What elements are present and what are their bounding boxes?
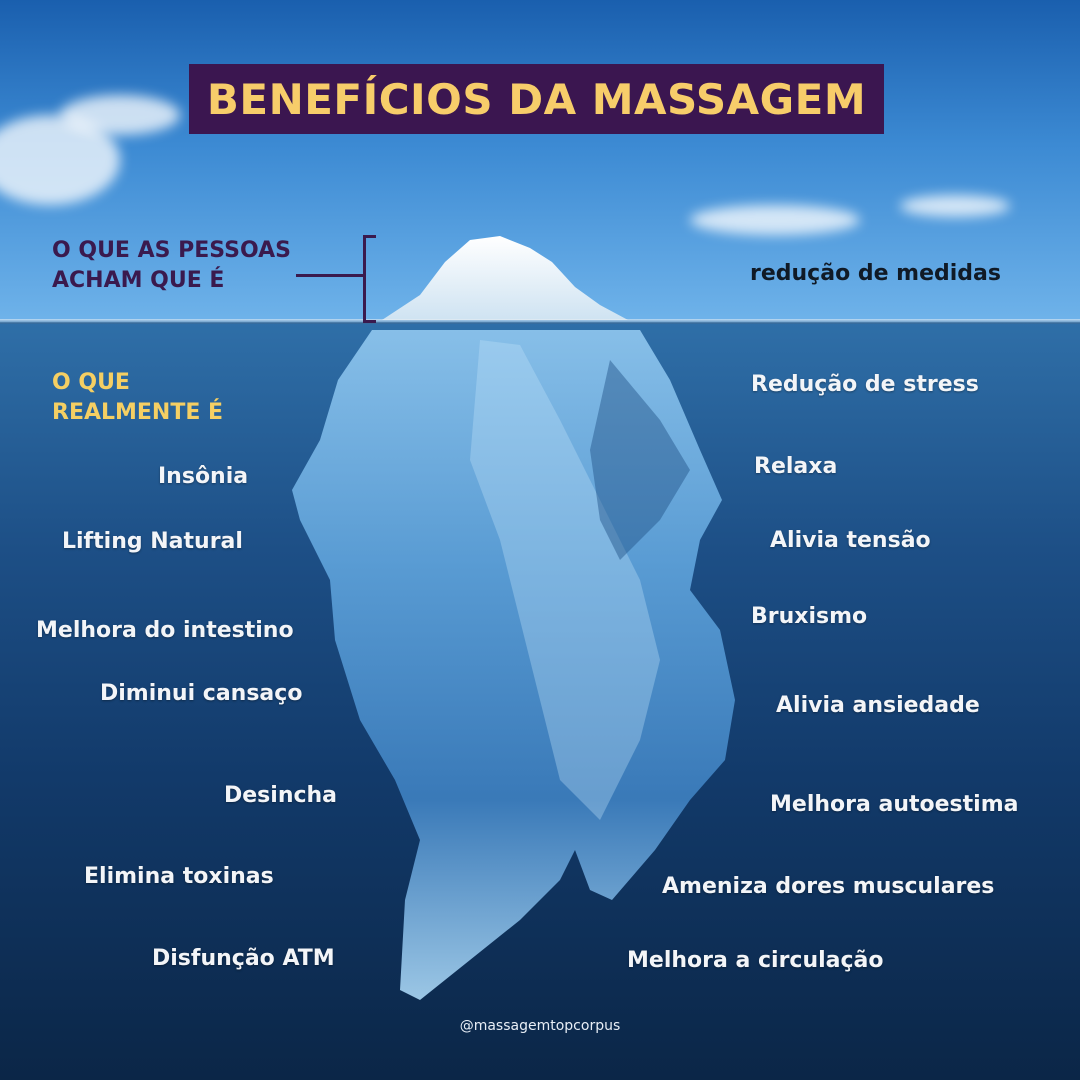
cloud: [900, 195, 1010, 217]
left-item-insonia: Insônia: [158, 464, 249, 489]
above-heading-line-1: O QUE AS PESSOAS: [52, 238, 291, 263]
social-handle: @massagemtopcorpus: [459, 1018, 621, 1034]
cloud: [690, 205, 860, 235]
cloud: [60, 95, 180, 135]
left-item-elimina-toxinas: Elimina toxinas: [84, 864, 274, 889]
left-item-lifting-natural: Lifting Natural: [62, 529, 243, 554]
page-title: BENEFÍCIOS DA MASSAGEM: [206, 74, 867, 124]
right-item-reducao-stress: Redução de stress: [751, 372, 979, 397]
left-item-disfuncao-atm: Disfunção ATM: [152, 946, 335, 971]
below-heading-line-1: O QUE: [52, 370, 130, 395]
iceberg-highlight: [470, 340, 660, 820]
left-item-desincha: Desincha: [224, 783, 338, 808]
bracket-pointer: [296, 274, 364, 277]
above-heading-line-2: ACHAM QUE É: [52, 268, 225, 293]
above-item: redução de medidas: [750, 261, 1001, 286]
left-item-diminui-cansaco: Diminui cansaço: [100, 681, 303, 706]
right-item-alivia-tensao: Alivia tensão: [770, 528, 931, 553]
right-item-ameniza-dores: Ameniza dores musculares: [662, 874, 995, 899]
right-item-melhora-circulacao: Melhora a circulação: [627, 948, 884, 973]
right-item-melhora-autoestima: Melhora autoestima: [770, 792, 1019, 817]
below-heading-line-2: REALMENTE É: [52, 400, 224, 425]
right-item-relaxa: Relaxa: [754, 454, 838, 479]
right-item-alivia-ansiedade: Alivia ansiedade: [776, 693, 980, 718]
left-item-melhora-intestino: Melhora do intestino: [36, 618, 294, 643]
iceberg-underwater: [292, 330, 735, 1000]
right-item-bruxismo: Bruxismo: [751, 604, 868, 629]
iceberg-tip: [382, 236, 628, 320]
title-banner: BENEFÍCIOS DA MASSAGEM: [189, 64, 884, 134]
iceberg-shadow: [590, 360, 690, 560]
water-line: [0, 319, 1080, 324]
bracket: [363, 235, 376, 323]
